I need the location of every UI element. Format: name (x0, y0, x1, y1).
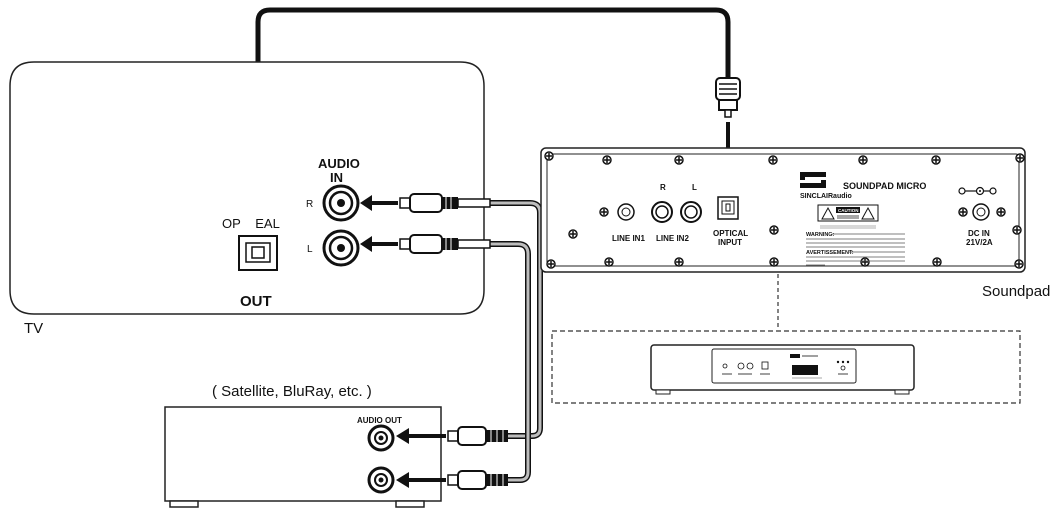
tv-rca-jack-l (322, 229, 360, 267)
screw (1014, 259, 1024, 269)
tv-jack-l-label: L (307, 244, 313, 255)
dc-in-line1: DC IN (968, 229, 990, 238)
screw (599, 207, 609, 217)
screw (860, 257, 870, 267)
screw (674, 257, 684, 267)
warning-text-block: WARNING: AVERTISSEMENT: (806, 225, 905, 266)
screw (602, 155, 612, 165)
soundpad-rear-panel: LINE IN1 R L LINE IN2 OPTICAL INPUT SINC… (540, 147, 1026, 273)
screw (604, 257, 614, 267)
dc-in-jack (972, 203, 990, 221)
tv-jack-r-label: R (306, 199, 313, 210)
screw (1012, 225, 1022, 235)
rca-plug-source-top (447, 426, 508, 446)
avertissement-title: AVERTISSEMENT: (806, 250, 854, 256)
rca-cables (360, 193, 543, 490)
arrow-to-source-top (396, 428, 446, 444)
arrow-to-tv-r (360, 195, 398, 211)
source-rca-jack-top (367, 424, 395, 452)
source-rca-jack-bottom (367, 466, 395, 494)
optical-input-line2: INPUT (718, 238, 742, 247)
warning-title: WARNING: (806, 232, 835, 238)
rca-plug-source-bottom (447, 470, 508, 490)
source-audio-out-label: AUDIO OUT (357, 416, 402, 425)
model-label: SOUNDPAD MICRO (843, 181, 926, 191)
line-in1-label: LINE IN1 (612, 234, 645, 243)
soundpad-overview-callout (551, 274, 1021, 404)
dc-in-line2: 21V/2A (966, 238, 993, 247)
sinclair-logo: SINCLAIRaudio (800, 172, 852, 200)
screw (568, 229, 578, 239)
arrow-to-source-bottom (396, 472, 446, 488)
screw (544, 151, 554, 161)
tv-rca-jack-r (322, 184, 360, 222)
screw (931, 155, 941, 165)
screw (932, 257, 942, 267)
rca-plug-tv-r (399, 193, 491, 213)
screw (769, 257, 779, 267)
dc-polarity-icon (958, 186, 997, 196)
caution-text: CAUTION (838, 208, 859, 213)
screw (958, 207, 968, 217)
line-in2-jack-l (680, 201, 702, 223)
soundpad-jack-l-label: L (692, 183, 697, 192)
rca-plug-tv-l (399, 234, 491, 254)
tv-audio-label: AUDIO (318, 156, 360, 171)
screw (769, 225, 779, 235)
panel-screws (544, 151, 1025, 269)
tv-unit: TV OP EAL OUT AUDIO IN R L (9, 61, 485, 337)
line-in1-jack (617, 203, 635, 221)
tv-audio-in-label: AUDIO IN (318, 156, 364, 185)
source-caption: ( Satellite, BluRay, etc. ) (212, 383, 372, 400)
screw (674, 155, 684, 165)
line-in2-jack-r (651, 201, 673, 223)
screw (858, 155, 868, 165)
source-device: ( Satellite, BluRay, etc. ) AUDIO OUT (164, 383, 442, 508)
tv-optical-port: OP EAL (222, 216, 280, 271)
brand-label: SINCLAIRaudio (800, 193, 852, 200)
soundpad-label: Soundpad (982, 283, 1050, 300)
tv-optical-label: OP EAL (222, 216, 280, 231)
screw (546, 259, 556, 269)
optical-input-line1: OPTICAL (713, 229, 748, 238)
arrow-to-tv-l (360, 236, 398, 252)
mini-soundpad (650, 344, 915, 395)
soundpad-optical-port (717, 196, 739, 220)
line-in2-label: LINE IN2 (656, 234, 689, 243)
optical-input-label: OPTICAL INPUT (713, 229, 750, 247)
screw (1015, 153, 1025, 163)
tv-label: TV (24, 320, 43, 337)
soundpad-jack-r-label: R (660, 183, 666, 192)
caution-label: CAUTION (817, 204, 879, 222)
screw (996, 207, 1006, 217)
tv-in-label: IN (330, 170, 343, 185)
screw (768, 155, 778, 165)
tv-out-label: OUT (240, 293, 272, 310)
dc-in-label: DC IN 21V/2A (966, 229, 993, 247)
